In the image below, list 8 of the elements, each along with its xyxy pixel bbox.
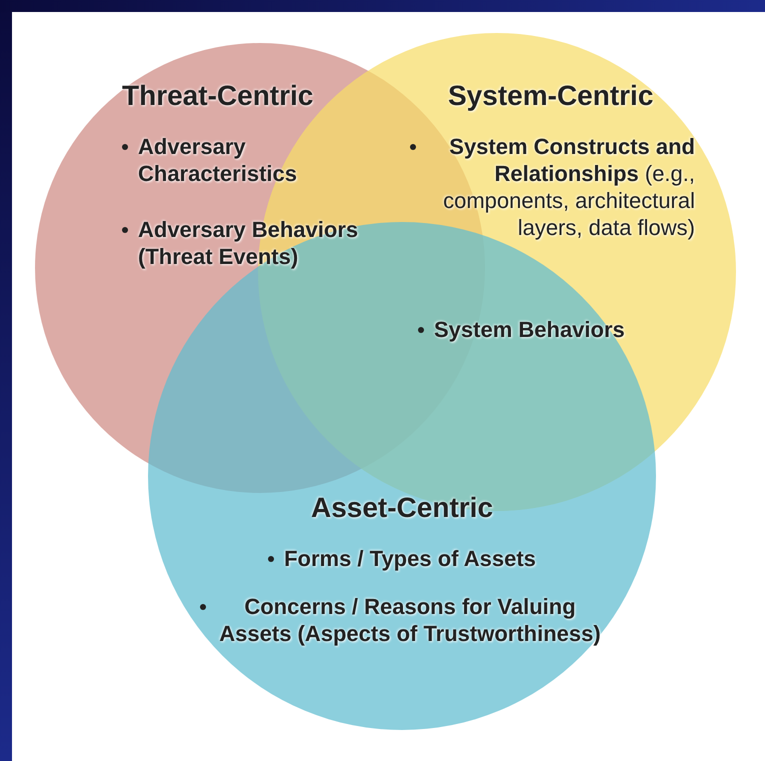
category-heading: System-Centric [448,80,654,111]
bullet-text: Adversary Behaviors (Threat Events) [138,216,360,270]
bullet-text: Adversary Characteristics [138,133,298,187]
bullet-text: Concerns / Reasons for Valuing Assets (Aspects of Trustworthiness) [218,593,602,647]
bullet-text: Forms / Types of Assets [284,545,536,572]
bullet-text: System Constructs and Relationships (e.g., components, architectural layers, data flows) [442,133,695,241]
category-heading: Asset-Centric [310,492,494,523]
category-heading: Threat-Centric [122,80,314,111]
